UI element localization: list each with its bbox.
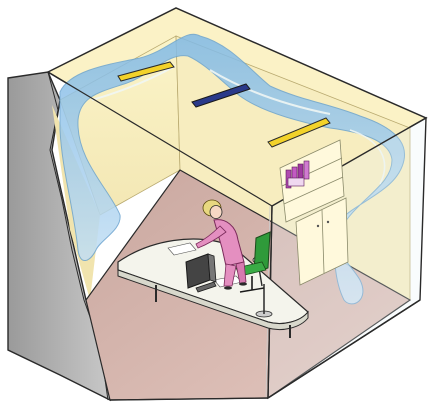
room-illustration	[0, 0, 431, 403]
